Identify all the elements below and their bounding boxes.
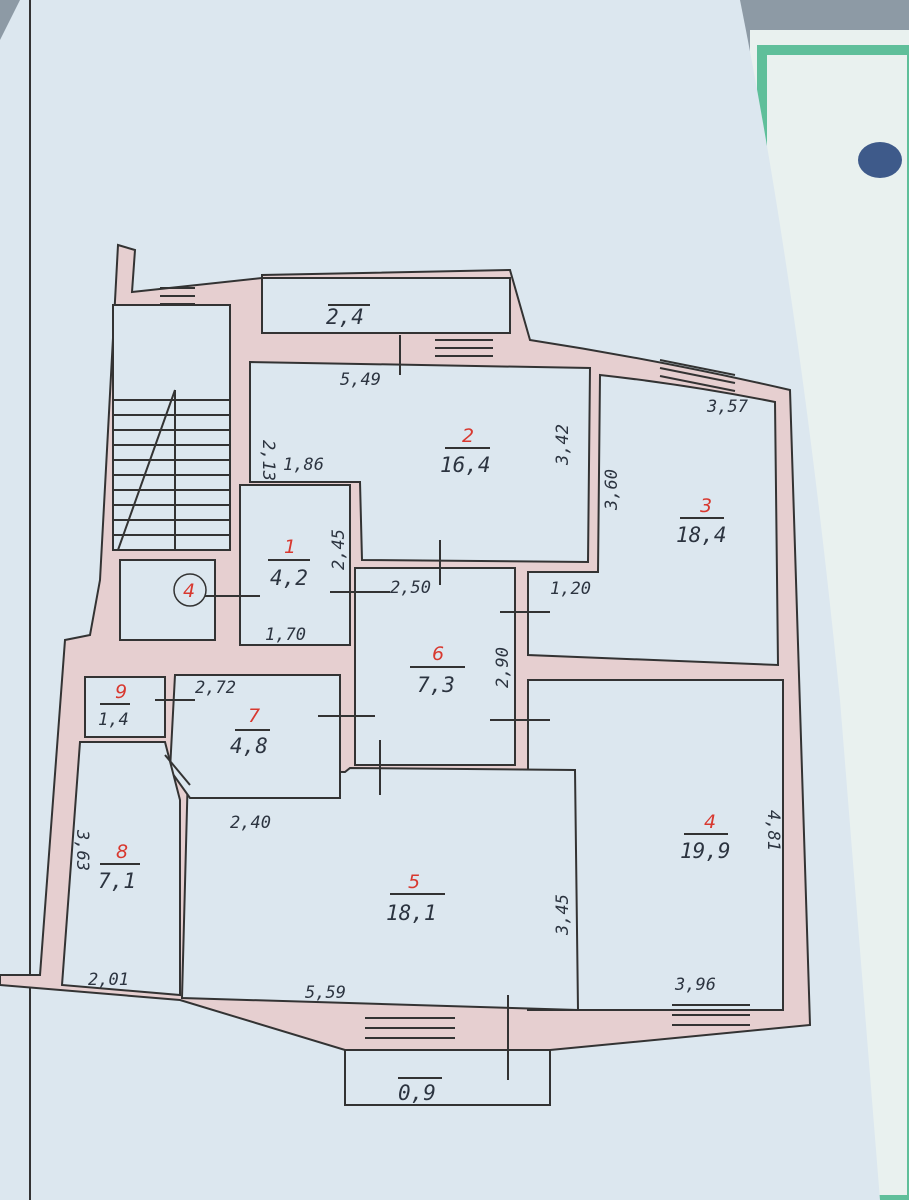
dim-room8-left: 3,63 [72, 829, 92, 871]
svg-text:2,4: 2,4 [326, 305, 364, 329]
svg-text:1: 1 [284, 536, 296, 558]
dim-room3-bottom: 1,20 [550, 579, 591, 599]
hall-landing [119, 559, 216, 641]
stairs [113, 389, 230, 551]
svg-text:16,4: 16,4 [440, 453, 491, 477]
room-label-7: 7 4,8 [230, 705, 270, 758]
room-2 [249, 360, 592, 564]
balcony-bottom-label: 0,9 [398, 1077, 442, 1105]
svg-text:8: 8 [116, 841, 128, 863]
room-9 [84, 676, 166, 738]
balcony-bottom [344, 1049, 551, 1106]
dim-room2-step: 1,86 [283, 455, 324, 475]
room-8 [60, 741, 181, 997]
dim-room5-right: 3,45 [553, 894, 573, 936]
room-label-6: 6 7,3 [410, 643, 465, 697]
svg-text:7,1: 7,1 [98, 869, 136, 893]
dim-room6-top: 2,50 [390, 578, 431, 598]
svg-text:0,9: 0,9 [398, 1081, 436, 1105]
dim-room1-bottom: 1,70 [265, 625, 306, 645]
room-label-5: 5 18,1 [386, 871, 445, 925]
dim-room2-top: 5,49 [340, 370, 381, 390]
stair-marker-circle [173, 573, 207, 607]
dim-room4-bottom: 3,96 [674, 975, 716, 995]
windows [160, 287, 750, 1039]
dim-room4-right: 4,81 [763, 810, 783, 851]
room-label-9: 9 1,4 [98, 681, 130, 730]
svg-text:3: 3 [700, 495, 712, 517]
room-3 [527, 373, 780, 667]
svg-text:4,8: 4,8 [230, 734, 268, 758]
doors [155, 335, 550, 1080]
svg-text:9: 9 [115, 681, 127, 703]
svg-text:5: 5 [408, 871, 420, 893]
dim-room5-top: 2,40 [230, 813, 271, 833]
certificate-emblem [858, 142, 902, 178]
room-label-1: 1 4,2 [268, 536, 310, 590]
svg-text:6: 6 [432, 643, 444, 665]
dim-room5-bottom: 5,59 [305, 983, 346, 1003]
balcony-top-label: 2,4 [326, 304, 370, 329]
svg-text:4,2: 4,2 [270, 566, 308, 590]
dim-room3-top: 3,57 [706, 397, 749, 417]
dim-room2-right: 3,42 [553, 424, 573, 466]
room-label-3: 3 18,4 [676, 495, 727, 547]
svg-text:2: 2 [462, 425, 474, 447]
room-7 [168, 674, 341, 799]
svg-text:7: 7 [248, 705, 260, 727]
svg-text:19,9: 19,9 [680, 839, 731, 863]
room-label-4: 4 19,9 [680, 811, 731, 863]
dim-room6-right: 2,90 [493, 647, 513, 688]
svg-text:18,1: 18,1 [386, 901, 437, 925]
room-label-8: 8 7,1 [98, 841, 140, 893]
stair-marker: 4 [183, 580, 195, 602]
dim-room3-left: 3,60 [602, 469, 622, 511]
svg-text:4: 4 [704, 811, 716, 833]
svg-text:1,4: 1,4 [98, 710, 129, 730]
dim-room7-top: 2,72 [195, 678, 236, 698]
room-1 [239, 484, 351, 646]
room-5 [180, 766, 580, 1012]
dim-room2-left: 2,13 [258, 440, 278, 481]
dim-room1-right: 2,45 [329, 529, 349, 570]
dim-room8-bottom: 2,01 [88, 970, 129, 990]
balcony-top [261, 277, 511, 334]
dimension-labels: 5,49 2,13 3,42 1,86 3,57 3,60 1,20 2,45 … [72, 370, 783, 1003]
svg-text:18,4: 18,4 [676, 523, 727, 547]
room-label-2: 2 16,4 [440, 425, 491, 477]
svg-text:7,3: 7,3 [417, 673, 455, 697]
